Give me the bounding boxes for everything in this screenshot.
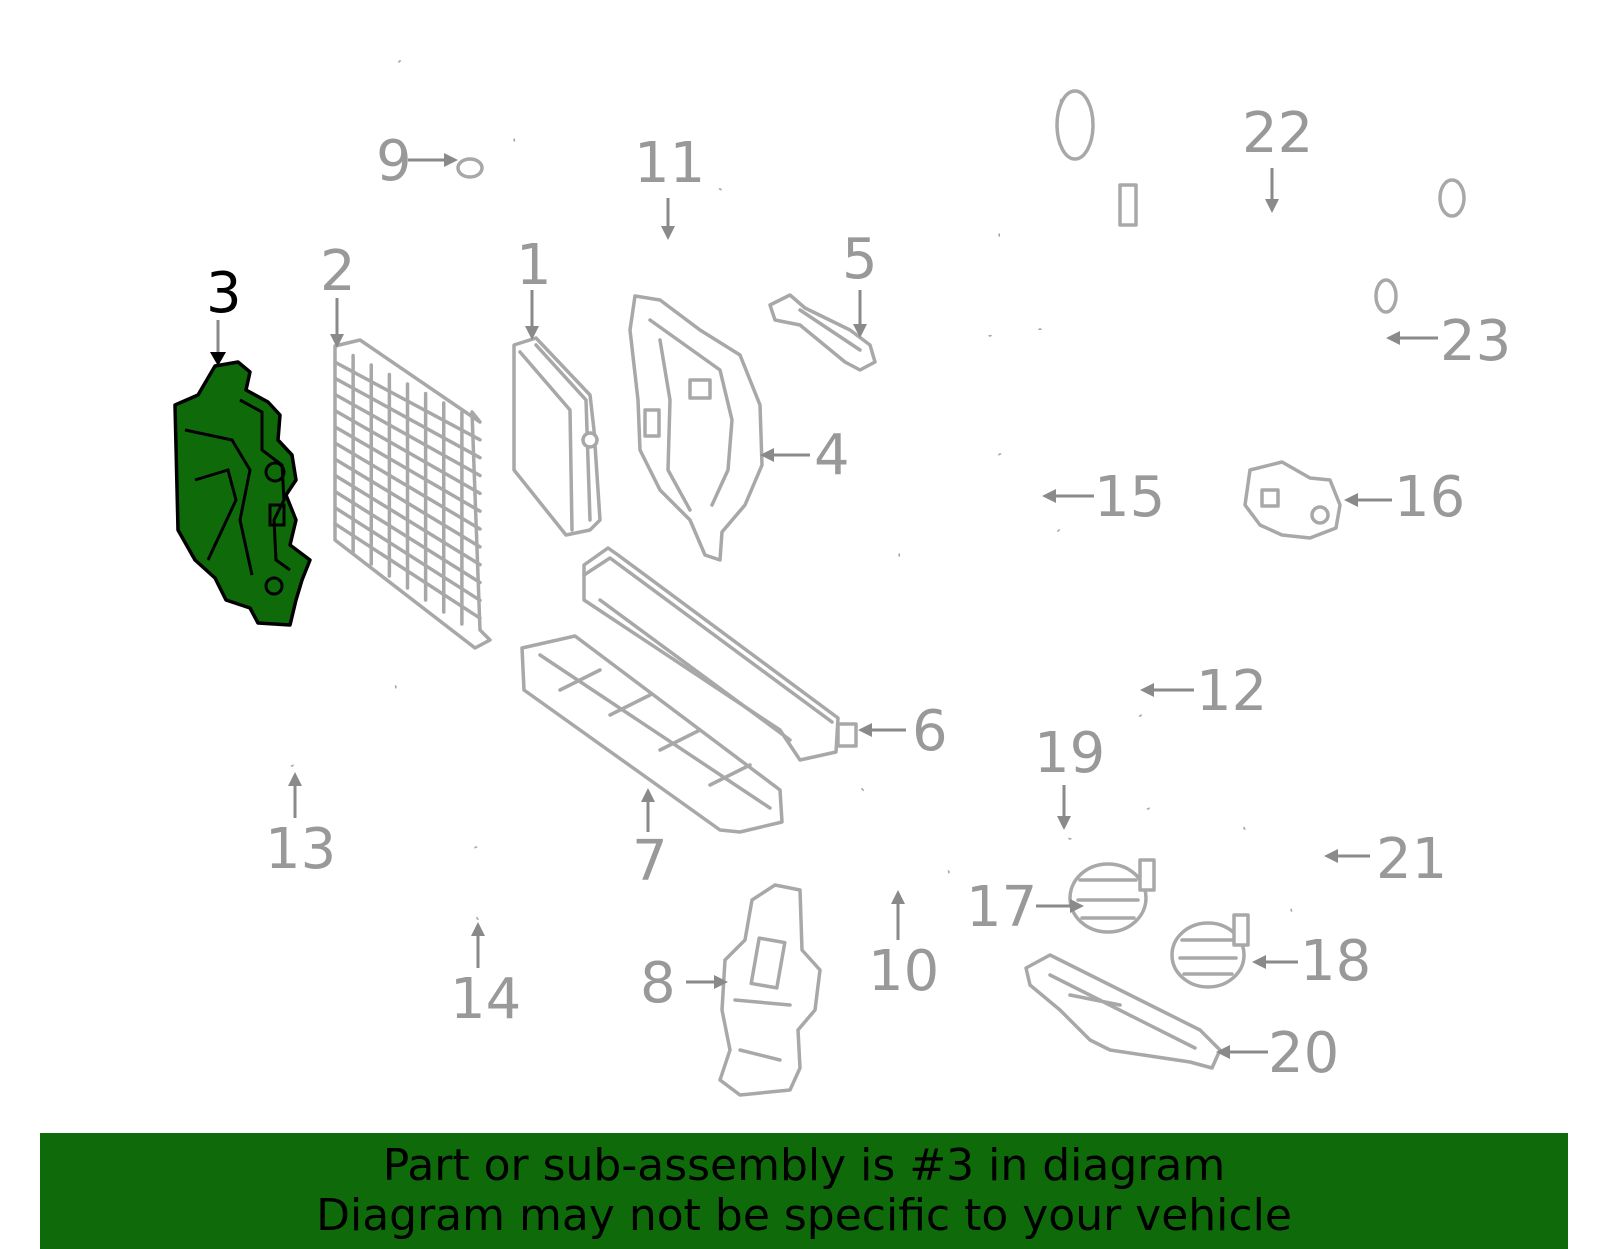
part-12-hose[interactable] — [898, 549, 1143, 717]
label-12: 12 — [1196, 659, 1267, 724]
grid-line — [333, 392, 482, 478]
part-10-hose[interactable] — [846, 787, 950, 884]
part-20-cover[interactable] — [1024, 953, 1222, 1070]
label-6: 6 — [912, 699, 948, 764]
label-23: 23 — [1440, 309, 1511, 374]
part-16-valve[interactable] — [1243, 460, 1342, 540]
label-7: 7 — [632, 829, 668, 894]
label-5: 5 — [842, 227, 878, 292]
part-18-pump[interactable] — [1170, 913, 1250, 989]
grid-line — [333, 360, 482, 442]
banner-line-2: Diagram may not be specific to your vehi… — [316, 1190, 1292, 1241]
label-21: 21 — [1376, 827, 1447, 892]
grid-line — [333, 408, 482, 496]
callout-labels: 3 2 1 4 5 6 7 8 9 10 11 12 13 14 15 16 1… — [206, 101, 1511, 1086]
part-14-hose[interactable] — [474, 846, 554, 920]
part-9-hose[interactable] — [398, 60, 485, 179]
part-5-bracket[interactable] — [768, 293, 877, 372]
label-15: 15 — [1094, 465, 1165, 530]
label-16: 16 — [1394, 465, 1465, 530]
grid-line — [333, 376, 482, 460]
label-11: 11 — [634, 131, 705, 196]
label-8: 8 — [640, 951, 676, 1016]
label-22: 22 — [1242, 101, 1313, 166]
label-4: 4 — [814, 423, 850, 488]
label-20: 20 — [1268, 1021, 1339, 1086]
label-14: 14 — [450, 967, 521, 1032]
grid-line — [333, 425, 482, 513]
label-9: 9 — [376, 129, 412, 194]
part-3-highlighted[interactable] — [173, 360, 312, 627]
part-4-shroud[interactable] — [628, 294, 764, 562]
part-2-grid-panel[interactable] — [333, 338, 492, 650]
part-22-hose-assembly[interactable] — [949, 81, 1466, 337]
grid-line — [333, 489, 482, 585]
part-23-hose[interactable] — [1035, 278, 1398, 399]
part-17-pump[interactable] — [1068, 858, 1156, 934]
grid-line — [333, 505, 482, 603]
part-6-cooler[interactable] — [582, 546, 858, 762]
part-11-hose[interactable] — [513, 128, 723, 262]
part-21-hose[interactable] — [1242, 812, 1327, 915]
grid-line — [333, 522, 482, 620]
grid-line — [333, 473, 482, 567]
label-18: 18 — [1300, 929, 1371, 994]
part-1-radiator[interactable] — [512, 336, 602, 537]
part-7-tray[interactable] — [520, 634, 784, 834]
label-2: 2 — [320, 239, 356, 304]
banner-line-1: Part or sub-assembly is #3 in diagram — [382, 1140, 1226, 1191]
part-15-hose[interactable] — [998, 453, 1060, 532]
part-13-hose[interactable] — [265, 684, 397, 767]
grid-line — [333, 441, 482, 531]
callout-arrows — [210, 153, 1438, 1059]
part-8-guide[interactable] — [718, 883, 822, 1097]
info-banner: Part or sub-assembly is #3 in diagram Di… — [40, 1133, 1568, 1249]
label-17: 17 — [966, 875, 1037, 940]
label-1: 1 — [516, 233, 552, 298]
grid-line — [333, 457, 482, 549]
label-19: 19 — [1034, 721, 1105, 786]
label-13: 13 — [265, 817, 336, 882]
label-10: 10 — [868, 939, 939, 1004]
part-19-clamp[interactable] — [1068, 777, 1150, 840]
label-3: 3 — [206, 261, 242, 326]
